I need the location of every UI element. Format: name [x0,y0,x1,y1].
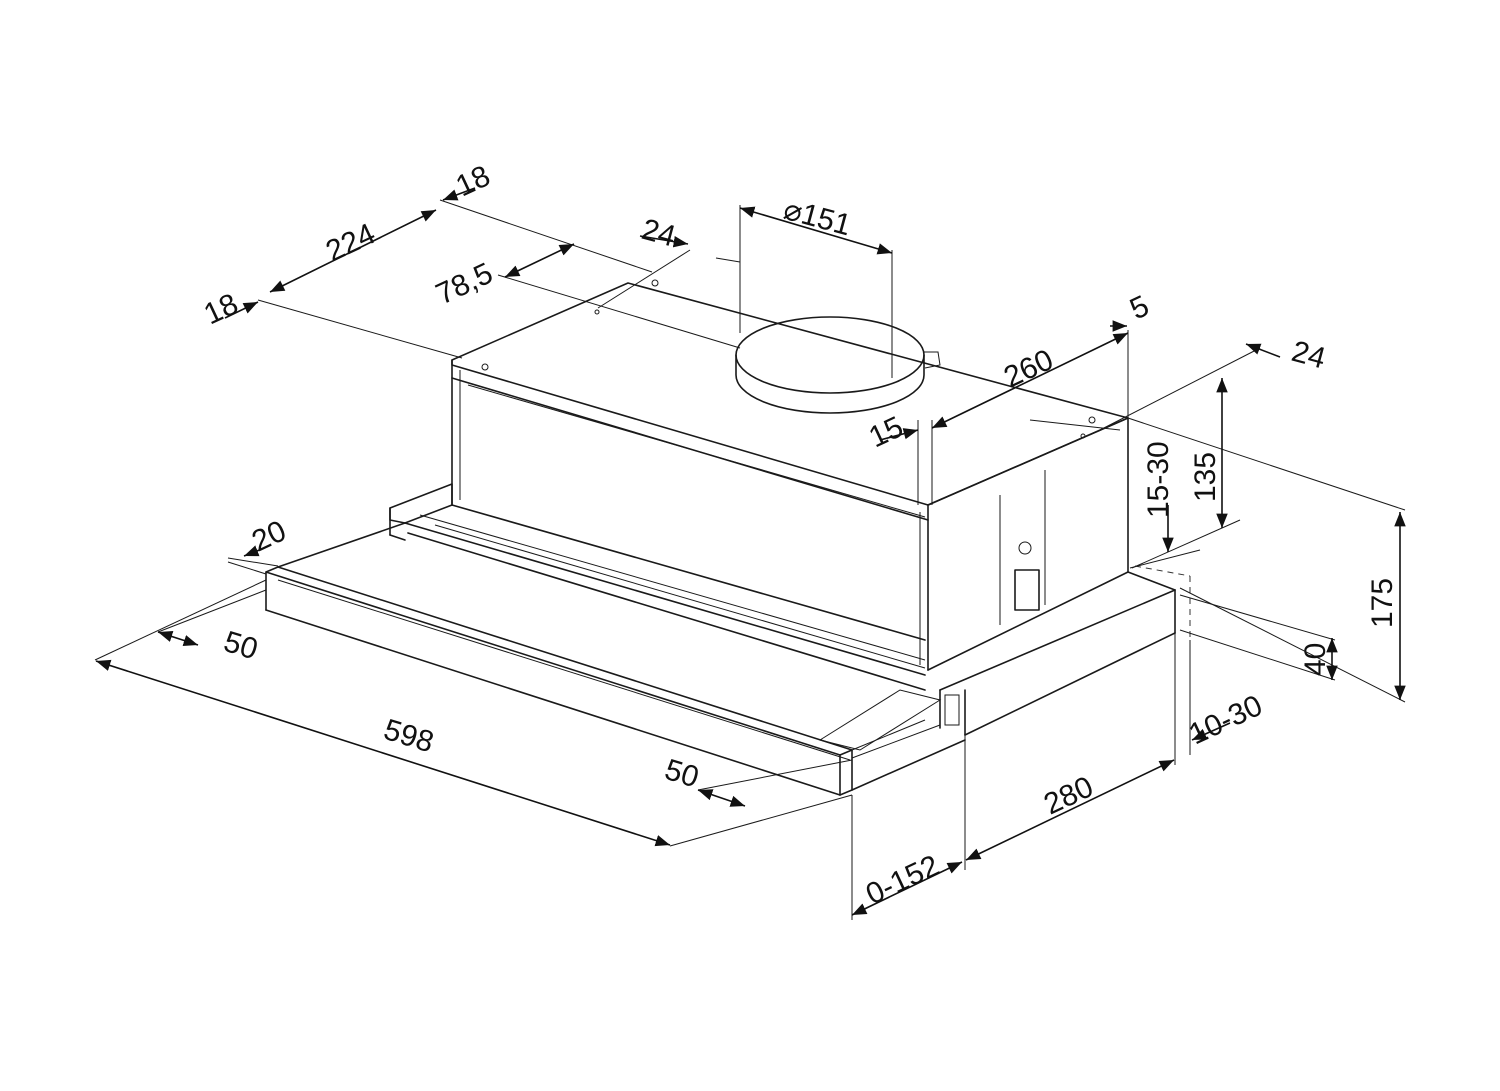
wall-reference [1134,565,1191,680]
label-0-152: 0-152 [861,849,944,911]
label-50-front: 50 [661,753,703,794]
label-5: 5 [1125,289,1154,326]
dim-line-78-5 [504,243,575,278]
label-40: 40 [1299,643,1332,676]
dim-line-15 [879,428,919,441]
telescopic-drawer [265,483,1176,796]
label-15: 15 [864,410,908,454]
label-15-30: 15-30 [1142,441,1175,518]
label-18-left: 18 [199,287,243,331]
label-260: 260 [999,343,1058,394]
dim-line-260 [931,332,1129,429]
label-24-right: 24 [1288,335,1329,376]
label-598: 598 [380,713,438,759]
label-151: ⌀151 [780,193,854,243]
dim-line-280 [965,759,1175,861]
label-280: 280 [1039,770,1098,821]
label-224: 224 [321,217,380,268]
dim-line-50-left [157,630,199,647]
dim-line-598 [95,659,671,847]
extension-lines [94,199,1406,920]
dim-line-18-left [224,301,259,319]
dim-line-20 [243,545,263,557]
label-18-top: 18 [451,159,495,203]
hood-body [451,279,1129,671]
label-50-left: 50 [220,625,262,666]
label-78-5: 78,5 [431,257,498,312]
dim-line-151 [739,206,893,255]
label-24-top: 24 [638,213,679,254]
dimension-lines [95,187,1406,916]
dim-line-24-top [639,235,689,248]
label-10-30: 10-30 [1184,689,1267,751]
dim-line-10-30 [1191,722,1231,741]
dim-line-224 [269,209,437,293]
label-175: 175 [1366,578,1399,628]
label-135: 135 [1189,452,1222,502]
dim-line-18-top [442,187,476,201]
dim-line-0-152 [851,861,963,916]
exhaust-collar [735,316,941,414]
dim-line-24-right [1245,343,1281,358]
dimension-labels: 18 224 18 24 78,5 ⌀151 5 260 24 15 15-30… [199,159,1399,911]
dim-line-50-front [697,789,746,807]
